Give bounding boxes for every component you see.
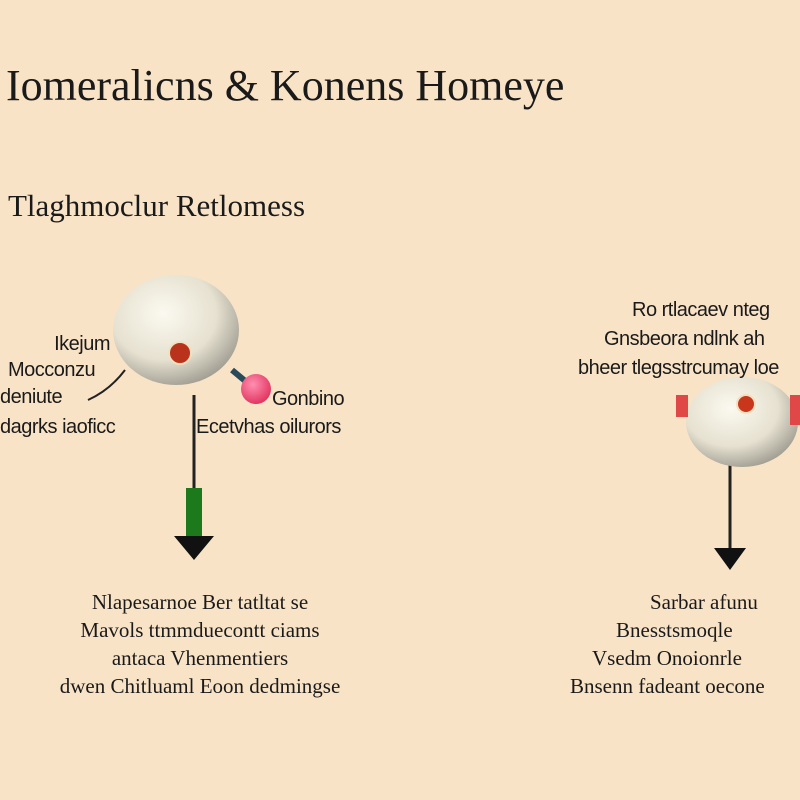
caption-line: Mavols ttmmduecontt ciams — [80, 618, 320, 642]
side-marker — [676, 395, 688, 417]
caption-line: Bnsenn fadeant oecone — [570, 674, 765, 698]
caption-line: Bnesstsmoqle — [616, 618, 733, 642]
nucleus — [168, 341, 192, 365]
side-marker — [790, 395, 800, 425]
label: Mocconzu — [8, 359, 96, 381]
caption-right: Sarbar afunu Bnesstsmoqle Vsedm Onoionrl… — [570, 588, 765, 700]
nucleus-right — [736, 394, 756, 414]
label: deniute — [0, 386, 63, 408]
label: dagrks iaoficc — [0, 416, 116, 438]
sphere-right — [686, 377, 798, 467]
sphere-left — [113, 275, 239, 385]
pink-ball — [241, 374, 271, 404]
label: bheer tlegsstrcumay loe — [578, 357, 779, 379]
leader-line — [87, 369, 126, 401]
caption-line: Sarbar afunu — [650, 590, 758, 614]
caption-line: dwen Chitluaml Eoon dedmingse — [59, 674, 341, 698]
label: Gonbino — [272, 388, 345, 410]
green-bar — [186, 488, 202, 536]
subtitle: Tlaghmoclur Retlomess — [8, 188, 306, 223]
caption-line: antaca Vhenmentiers — [111, 646, 289, 670]
label: Ecetvhas oilurors — [196, 416, 341, 438]
caption-line: Vsedm Onoionrle — [592, 646, 742, 670]
caption-left: Nlapesarnoe Ber tatltat se Mavols ttmmdu… — [0, 588, 400, 700]
arrow-down-icon-right — [714, 548, 746, 570]
label: Ikejum — [54, 333, 110, 355]
arrow-down-icon — [174, 536, 214, 560]
page-title: Iomeralicns & Konens Homeye — [6, 61, 565, 110]
label: Ro rtlacaev nteg — [632, 299, 770, 321]
caption-line: Nlapesarnoe Ber tatltat se — [91, 590, 309, 614]
label: Gnsbeora ndlnk ah — [604, 328, 765, 350]
